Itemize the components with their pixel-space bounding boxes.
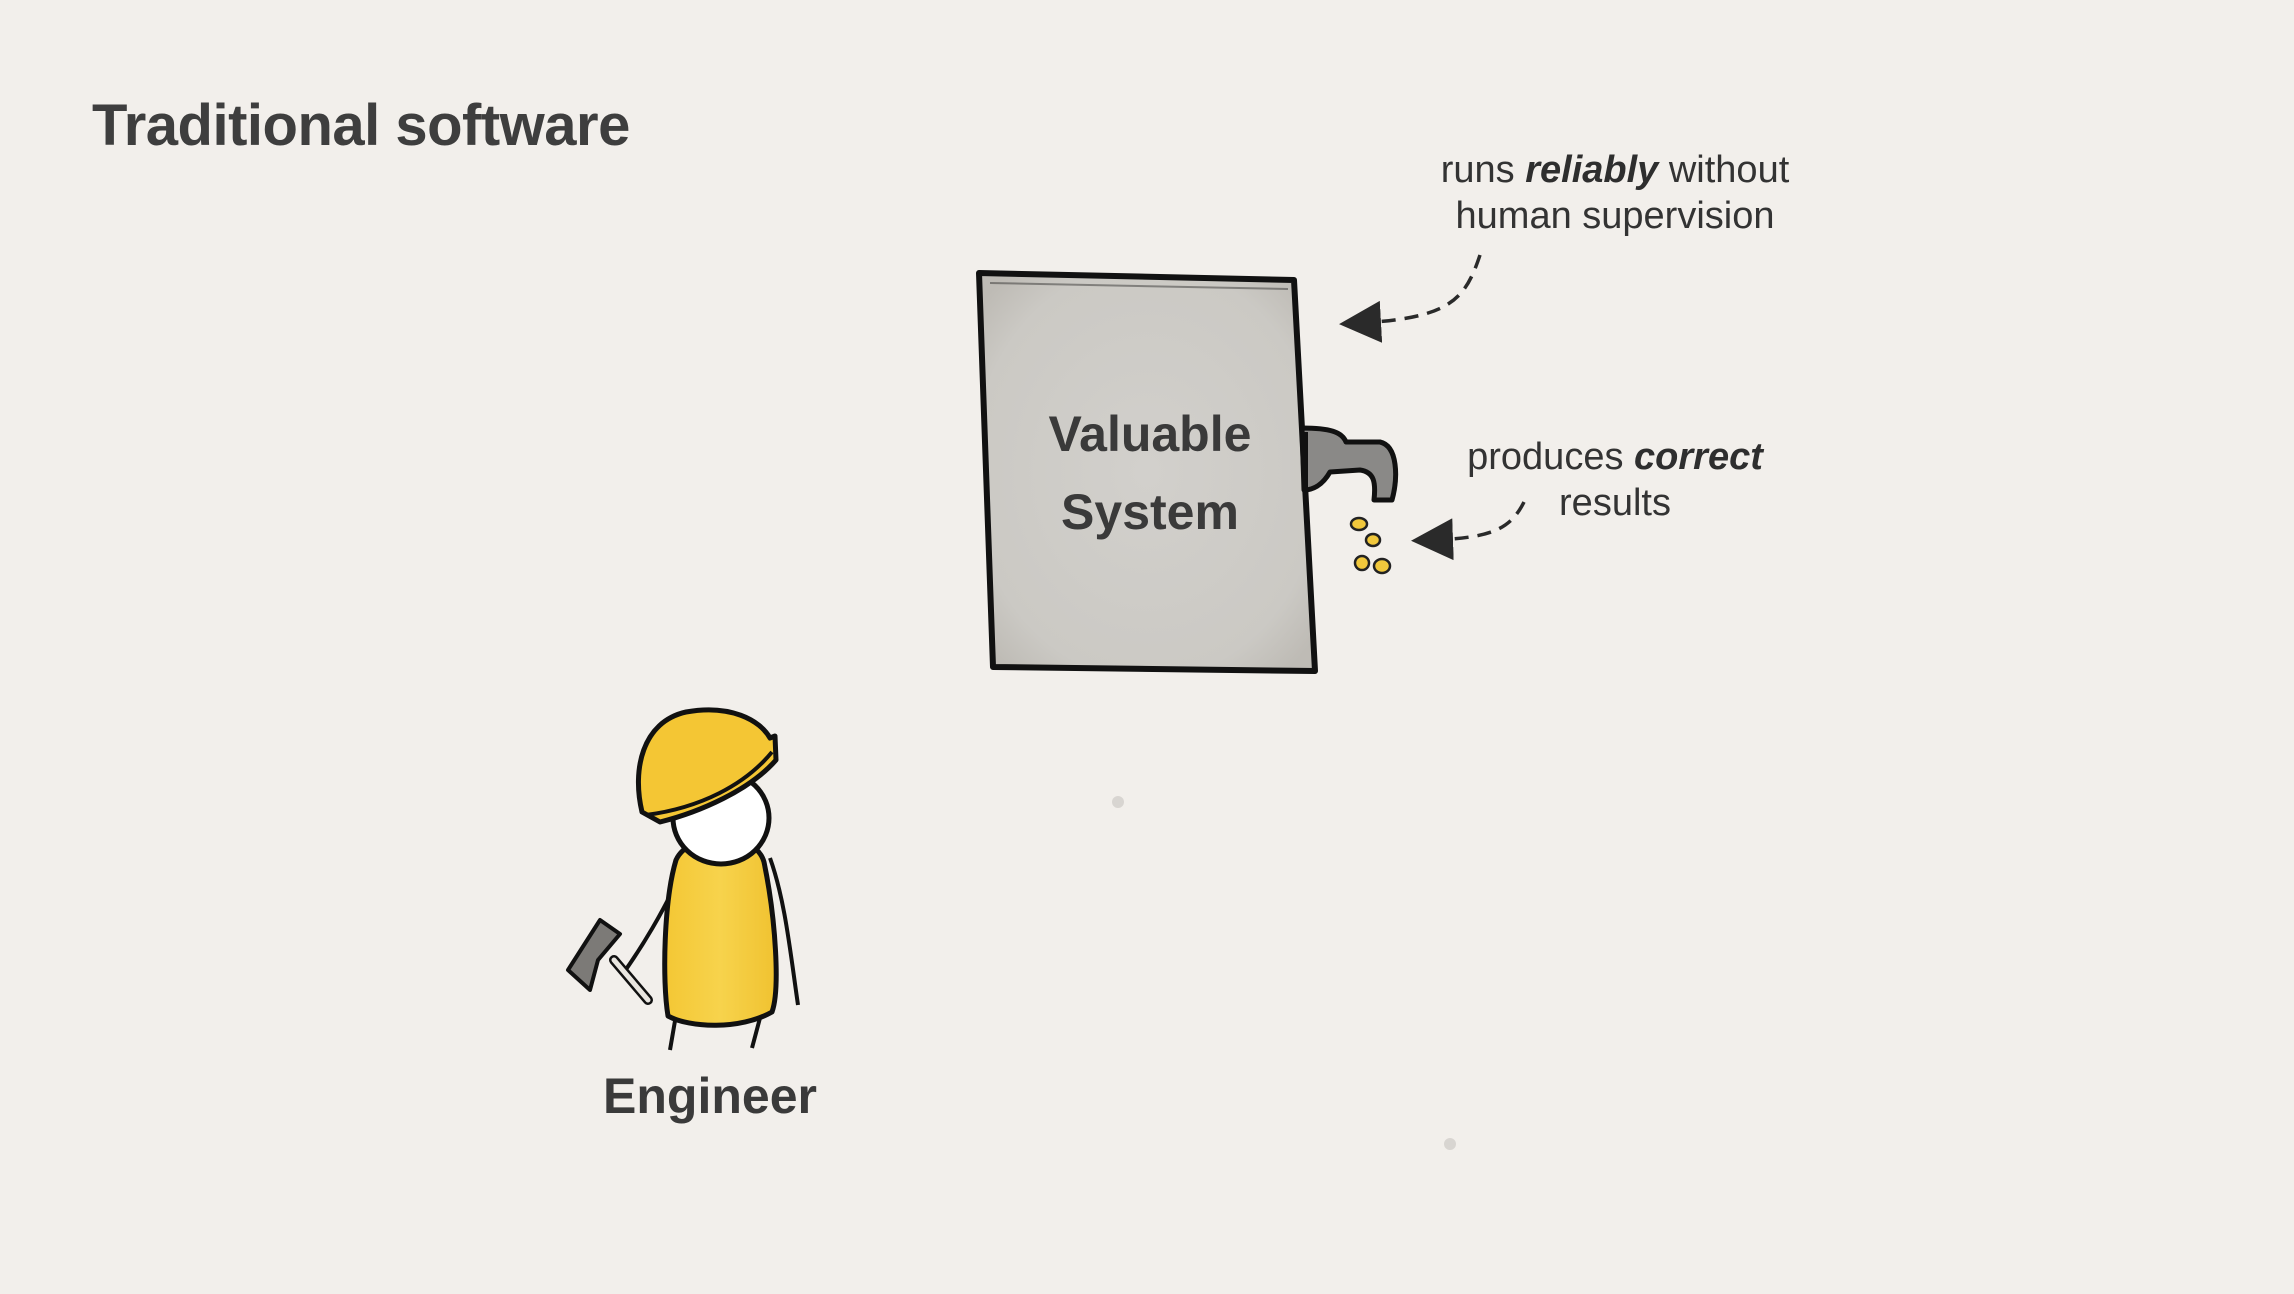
gold-nugget-icon bbox=[1349, 516, 1392, 575]
hammer-icon bbox=[566, 918, 653, 1005]
correctness-note-line1: produces correct bbox=[1390, 434, 1840, 480]
correctness-note: produces correct results bbox=[1390, 434, 1840, 526]
correctness-note-prefix: produces bbox=[1467, 436, 1635, 478]
reliability-note: runs reliably without human supervision bbox=[1370, 147, 1860, 239]
reliability-note-suffix: without bbox=[1658, 149, 1790, 191]
reliability-note-line2: human supervision bbox=[1455, 195, 1775, 237]
engineer-figure bbox=[620, 769, 800, 1051]
slide-title: Traditional software bbox=[92, 93, 630, 158]
background-dot bbox=[1444, 1138, 1456, 1150]
reliability-note-prefix: runs bbox=[1440, 149, 1526, 191]
pipe-spout-icon bbox=[1299, 425, 1399, 503]
valuable-system-label: Valuable System bbox=[1000, 395, 1300, 551]
correctness-arrow bbox=[1411, 501, 1526, 561]
hard-hat-icon bbox=[635, 707, 779, 825]
correctness-note-emphasis: correct bbox=[1634, 436, 1763, 478]
correctness-note-line2: results bbox=[1559, 482, 1671, 524]
system-label-line2: System bbox=[1061, 484, 1239, 540]
reliability-note-line1: runs reliably without bbox=[1370, 147, 1860, 193]
background-dot bbox=[1112, 796, 1124, 808]
reliability-note-emphasis: reliably bbox=[1525, 149, 1659, 191]
system-label-line1: Valuable bbox=[1048, 406, 1252, 462]
engineer-label: Engineer bbox=[603, 1068, 817, 1124]
reliability-arrow bbox=[1339, 254, 1482, 343]
valuable-system-box bbox=[976, 270, 1318, 674]
